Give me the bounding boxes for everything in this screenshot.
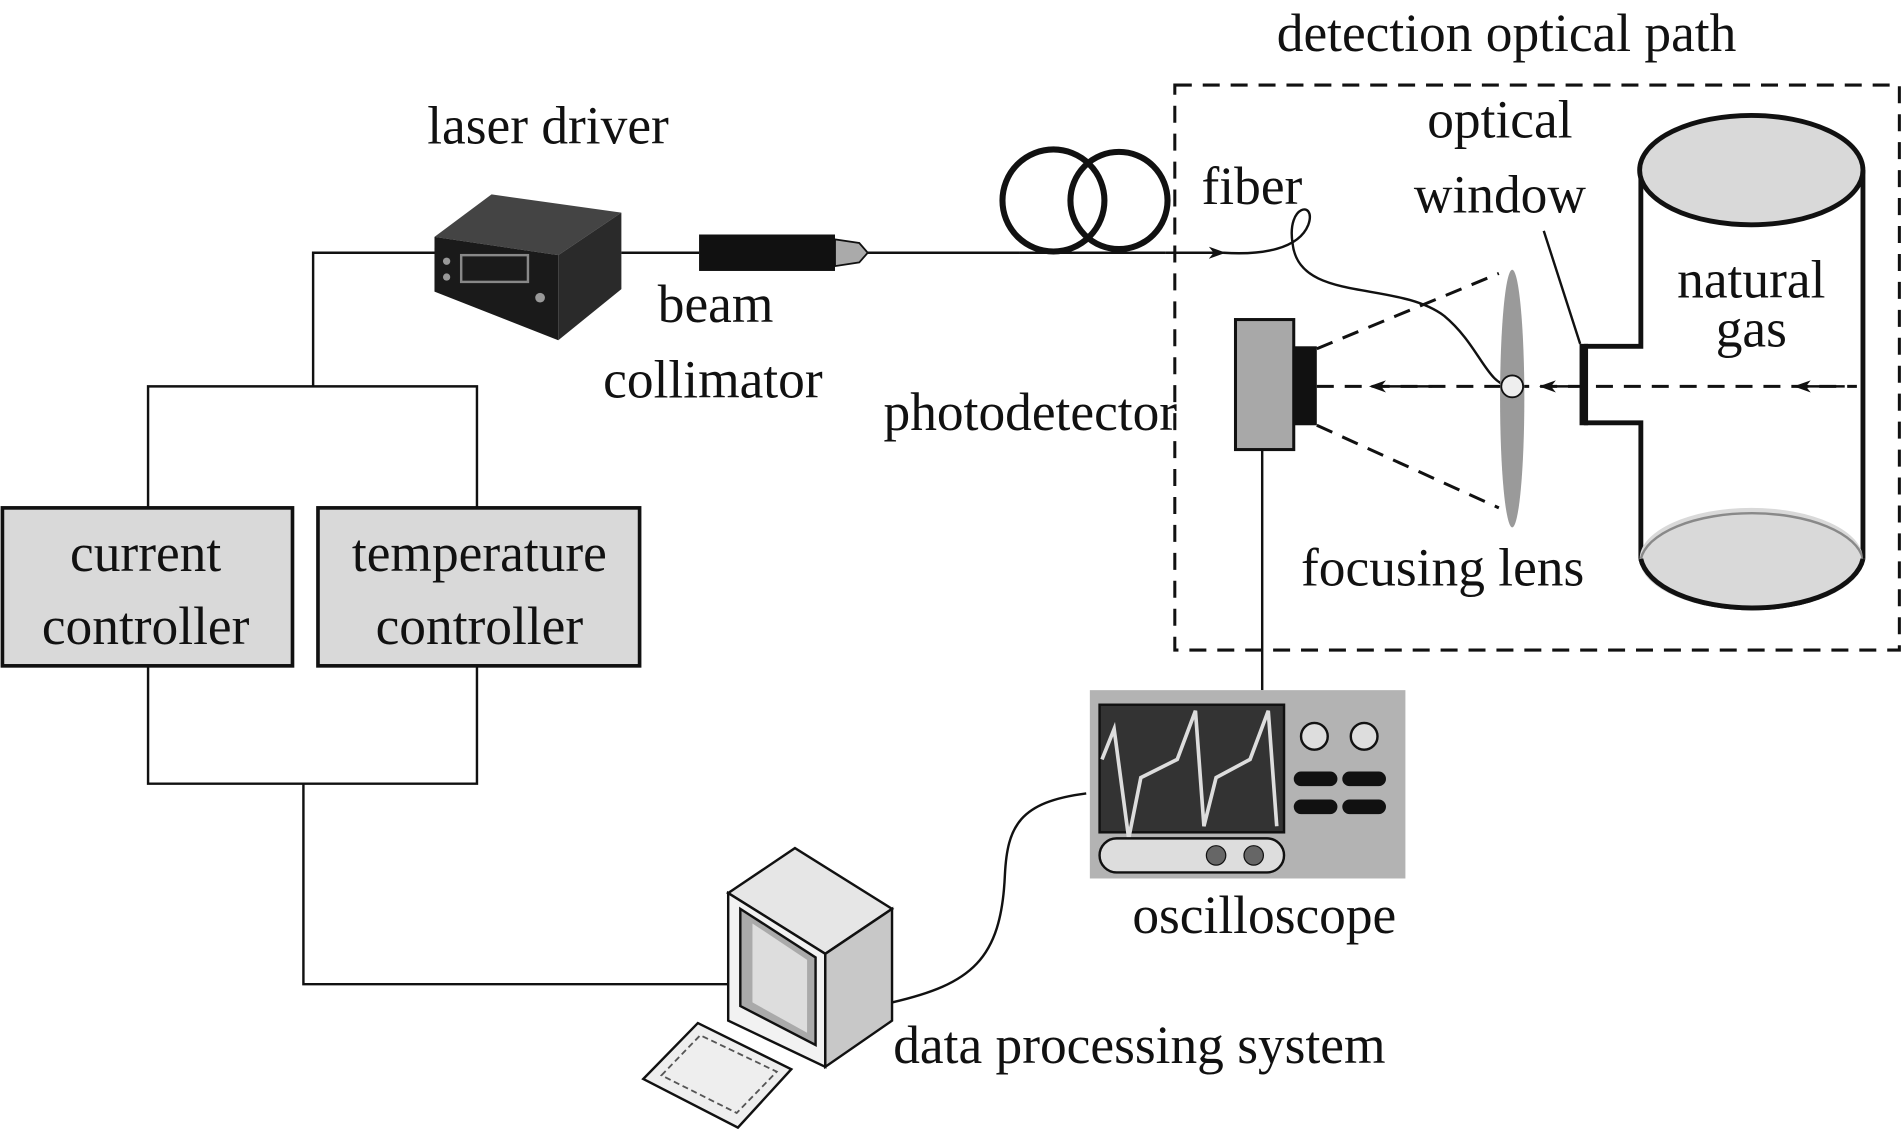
- detection-optical-path-label: detection optical path: [1277, 3, 1737, 63]
- oscilloscope-label: oscilloscope: [1132, 885, 1396, 945]
- optical-window-label-1: optical: [1427, 89, 1572, 149]
- detection-optical-path-region: [1173, 83, 1901, 652]
- data-processing-system-label: data processing system: [893, 1015, 1385, 1075]
- control-wiring: [146, 251, 735, 986]
- computer-icon: [725, 846, 895, 1070]
- optical-window-icon: [1542, 230, 1589, 426]
- fiber-label: fiber: [1202, 156, 1303, 216]
- keyboard-icon: [641, 1021, 794, 1130]
- focusing-lens-icon: [1500, 269, 1525, 528]
- current-controller-label-2: controller: [42, 596, 250, 656]
- fiber-coil-icon: [999, 146, 1513, 388]
- current-controller-label-1: current: [70, 523, 221, 583]
- beam-collimator-icon: [621, 234, 1020, 271]
- temperature-controller-label-2: controller: [376, 596, 584, 656]
- laser-driver-icon: [434, 194, 622, 341]
- temperature-controller: temperature controller: [316, 506, 642, 668]
- photodetector-icon: [1233, 318, 1317, 452]
- photodetector-label: photodetector: [884, 382, 1178, 442]
- laser-driver-label: laser driver: [427, 95, 669, 155]
- optical-window-label-2: window: [1414, 165, 1586, 225]
- focusing-lens-label: focusing lens: [1301, 538, 1584, 598]
- natural-gas-label-1: natural: [1677, 250, 1825, 310]
- optical-beam-paths: [1316, 271, 1857, 510]
- temperature-controller-label-1: temperature: [352, 523, 607, 583]
- beam-collimator-label-2: collimator: [603, 349, 823, 409]
- beam-collimator-label-1: beam: [658, 274, 774, 334]
- oscilloscope-icon: [1089, 690, 1406, 879]
- gas-cell-icon: [1583, 113, 1866, 611]
- natural-gas-label-2: gas: [1716, 298, 1787, 358]
- current-controller: current controller: [0, 506, 295, 668]
